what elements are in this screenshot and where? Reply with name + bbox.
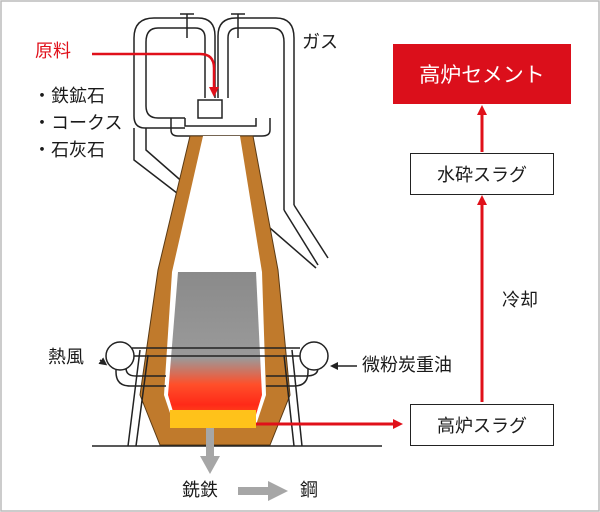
hot-blast-arrow (98, 357, 108, 366)
blast-furnace-cement-box: 高炉セメント (393, 44, 571, 104)
bustle-pipe (105, 341, 329, 387)
hot-blast-label: 熱風 (48, 347, 84, 368)
iron-to-steel-arrow (238, 481, 288, 501)
gas-label: ガス (302, 32, 338, 53)
pig-iron-label: 銑鉄 (182, 480, 218, 501)
molten-layer (170, 410, 256, 428)
molten-burden (168, 272, 262, 428)
raw-material-arrow (92, 52, 219, 97)
pulverized-coal-label: 微粉炭重油 (362, 355, 452, 376)
coke-label: ・コークス (33, 113, 123, 134)
steel-label: 鋼 (300, 480, 318, 501)
pig-iron-arrow (200, 428, 220, 474)
furnace-base (92, 349, 382, 447)
raw-materials-label: 原料 (35, 41, 71, 62)
granulated-slag-box: 水砕スラグ (410, 153, 554, 195)
limestone-label: ・石灰石 (33, 140, 105, 161)
iron-ore-label: ・鉄鉱石 (33, 86, 105, 107)
cooling-label: 冷却 (502, 290, 538, 311)
charging-hopper (197, 99, 223, 119)
blast-furnace-slag-box: 高炉スラグ (410, 404, 554, 446)
